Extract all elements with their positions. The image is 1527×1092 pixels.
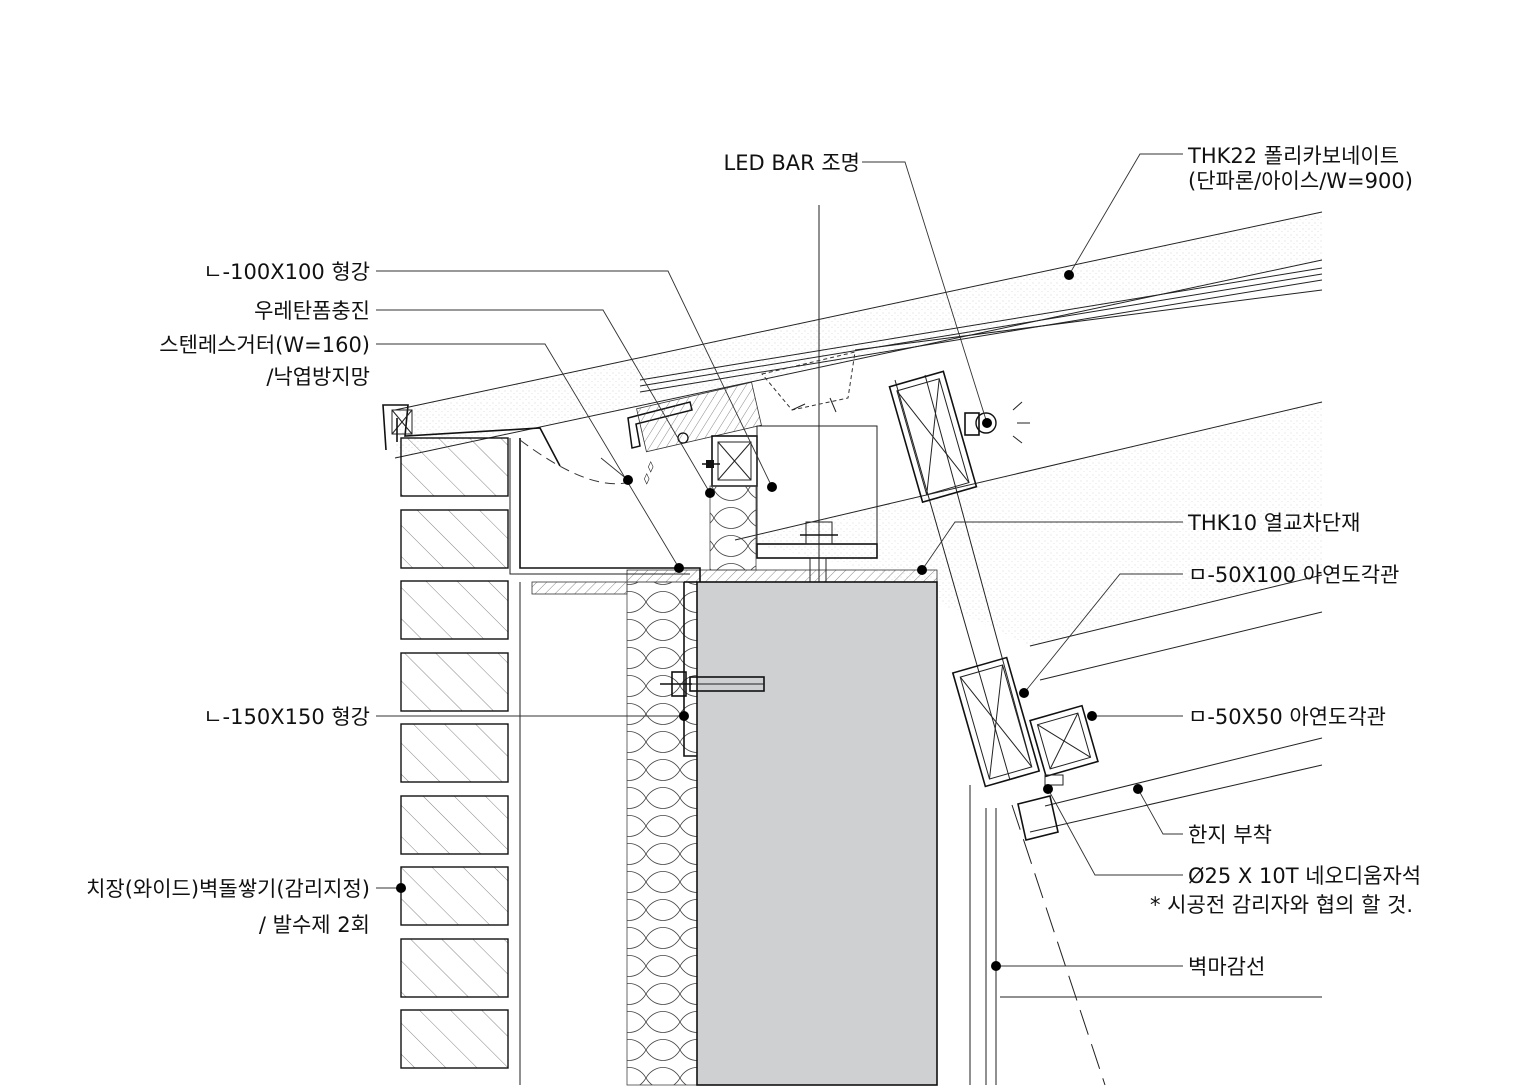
label-stainless-gutter-1: 스텐레스거터(W=160): [159, 333, 370, 357]
label-polycarbonate-2: (단파론/아이스/W=900): [1188, 169, 1413, 193]
leaf-guard-net: [761, 351, 856, 413]
hanji-block: [1017, 774, 1064, 841]
pipe-50x50: [1029, 704, 1099, 778]
anchor-bolt: [660, 671, 765, 697]
brick-ledge: [531, 581, 628, 595]
leader-dots: [396, 270, 1143, 971]
inclined-frame: [894, 374, 1106, 1086]
label-urethane-foam: 우레탄폼충진: [254, 299, 370, 323]
label-brick-2: / 발수제 2회: [259, 913, 370, 937]
label-pipe-50x50: ㅁ-50X50 아연도각관: [1188, 705, 1386, 729]
concrete-wall: [696, 581, 938, 1086]
label-hanji: 한지 부착: [1188, 823, 1272, 847]
label-led-bar: LED BAR 조명: [724, 151, 861, 175]
label-brick-1: 치장(와이드)벽돌쌓기(감리지정): [86, 877, 370, 901]
label-wall-finish: 벽마감선: [1188, 955, 1265, 979]
pipe-50x100-bottom: [951, 656, 1041, 788]
angle-150: [683, 581, 697, 757]
label-magnet-2: * 시공전 감리자와 협의 할 것.: [1150, 893, 1413, 917]
label-pipe-50x100: ㅁ-50X100 아연도각관: [1188, 563, 1399, 587]
brick-wall: [400, 437, 521, 1085]
leader-lines: [376, 153, 1183, 967]
upper-insulation: [709, 485, 757, 571]
label-thermal-break: THK10 열교차단재: [1187, 511, 1360, 535]
label-stainless-gutter-2: /낙엽방지망: [266, 365, 370, 389]
label-magnet-1: Ø25 X 10T 네오디움자석: [1188, 864, 1421, 888]
label-angle-100: ㄴ-100X100 형강: [203, 260, 370, 284]
label-angle-150: ㄴ-150X150 형강: [203, 705, 370, 729]
svg-text:◊: ◊: [648, 460, 654, 473]
polycarbonate-roof: [394, 211, 1323, 998]
svg-text:◊: ◊: [644, 472, 650, 485]
label-polycarbonate-1: THK22 폴리카보네이트: [1187, 144, 1399, 168]
angle-100-block: [702, 435, 758, 487]
wall-insulation: [626, 581, 698, 1086]
stainless-gutter: ◊ ◊: [509, 438, 701, 582]
parapet-cap: [382, 404, 561, 467]
thermal-break-layer: [626, 569, 938, 583]
top-block: [756, 425, 878, 625]
led-bar-light: [964, 401, 1030, 444]
pipe-50x100-top: [888, 370, 978, 504]
